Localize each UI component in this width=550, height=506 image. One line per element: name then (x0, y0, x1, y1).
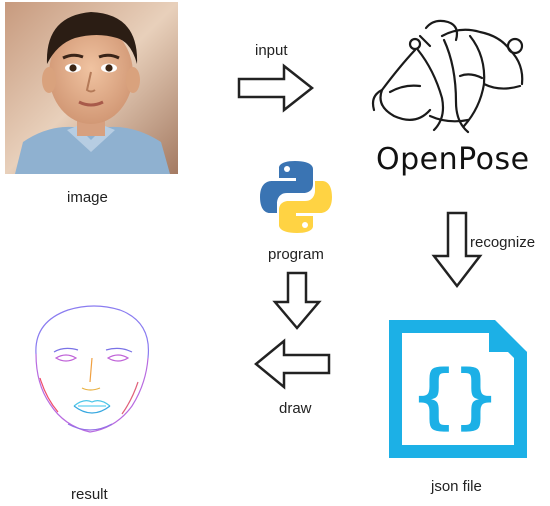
json-file-label: json file (431, 478, 482, 495)
openpose-logo: OpenPose (360, 6, 540, 182)
arrow-down-icon (272, 271, 322, 330)
json-file-icon: {} (383, 314, 533, 464)
program-label: program (268, 246, 324, 263)
down-arrow-recognize (430, 210, 484, 290)
result-face-drawing (28, 302, 158, 442)
draw-label: draw (279, 400, 312, 417)
right-arrow-input (236, 62, 316, 114)
arrow-right-icon (237, 63, 315, 113)
child-portrait-photo-icon (5, 2, 178, 174)
photo-image (5, 2, 178, 174)
openpose-wordmark: OpenPose (376, 142, 530, 177)
input-label: input (255, 42, 288, 59)
image-label: image (67, 189, 108, 206)
openpose-figure-icon (371, 19, 524, 134)
down-arrow-program (271, 270, 323, 332)
face-keypoints-drawing-icon (35, 305, 150, 433)
left-arrow-draw (252, 337, 332, 391)
svg-text:{}: {} (413, 355, 497, 437)
python-logo (256, 157, 336, 237)
arrow-left-icon (254, 338, 331, 390)
arrow-down-icon (431, 211, 483, 289)
recognize-label: recognize (470, 234, 536, 251)
json-file-icon: {} (389, 320, 527, 458)
python-logo-icon (260, 161, 332, 233)
result-label: result (71, 486, 108, 503)
